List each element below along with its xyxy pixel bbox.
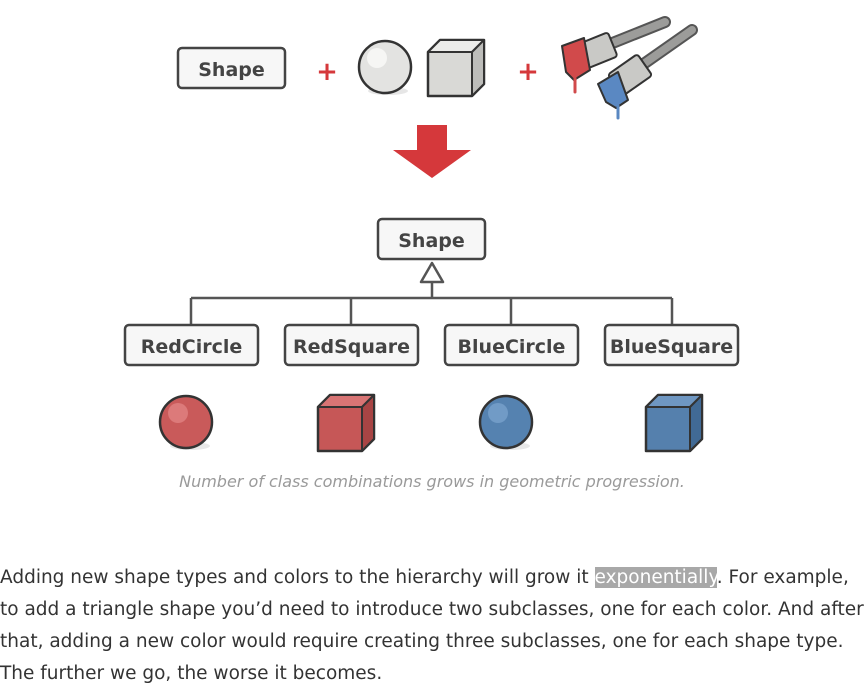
paragraph-text-before: Adding new shape types and colors to the… <box>0 567 595 588</box>
blue-cube-icon <box>644 393 704 453</box>
subclass-box-redcircle: RedCircle <box>123 323 260 367</box>
red-cube-icon <box>316 393 376 453</box>
inheritance-connectors <box>189 261 674 325</box>
highlighted-word: exponentially <box>594 567 717 588</box>
figure-caption: Number of class combinations grows in ge… <box>179 472 685 491</box>
grey-cube-icon <box>426 38 486 98</box>
hierarchy-root-label: Shape <box>398 230 465 252</box>
subclass-label-redcircle: RedCircle <box>141 336 243 358</box>
body-paragraph: Adding new shape types and colors to the… <box>0 562 864 690</box>
subclass-box-bluecircle: BlueCircle <box>443 323 580 367</box>
subclass-box-redsquare: RedSquare <box>283 323 420 367</box>
top-shape-label: Shape <box>198 59 265 81</box>
plus-sign-2: + <box>517 57 539 87</box>
red-sphere-icon <box>158 394 214 450</box>
inheritance-arrow-icon <box>419 261 445 284</box>
paragraph-text-after: . For example, to add a triangle shape y… <box>0 567 864 684</box>
subclass-label-bluesquare: BlueSquare <box>610 336 733 358</box>
plus-sign-1: + <box>316 57 338 87</box>
grey-sphere-icon <box>357 39 413 95</box>
blue-sphere-icon <box>478 394 534 450</box>
class-hierarchy-diagram: Shape + + Shape <box>123 16 740 453</box>
top-shape-box: Shape <box>176 46 287 90</box>
subclass-box-bluesquare: BlueSquare <box>603 323 740 367</box>
down-arrow-icon <box>393 125 471 178</box>
hierarchy-root-box: Shape <box>376 217 487 261</box>
subclass-label-bluecircle: BlueCircle <box>458 336 566 358</box>
red-paint-brush-icon <box>561 16 671 94</box>
subclass-label-redsquare: RedSquare <box>293 336 410 358</box>
blue-paint-brush-icon <box>597 24 698 120</box>
